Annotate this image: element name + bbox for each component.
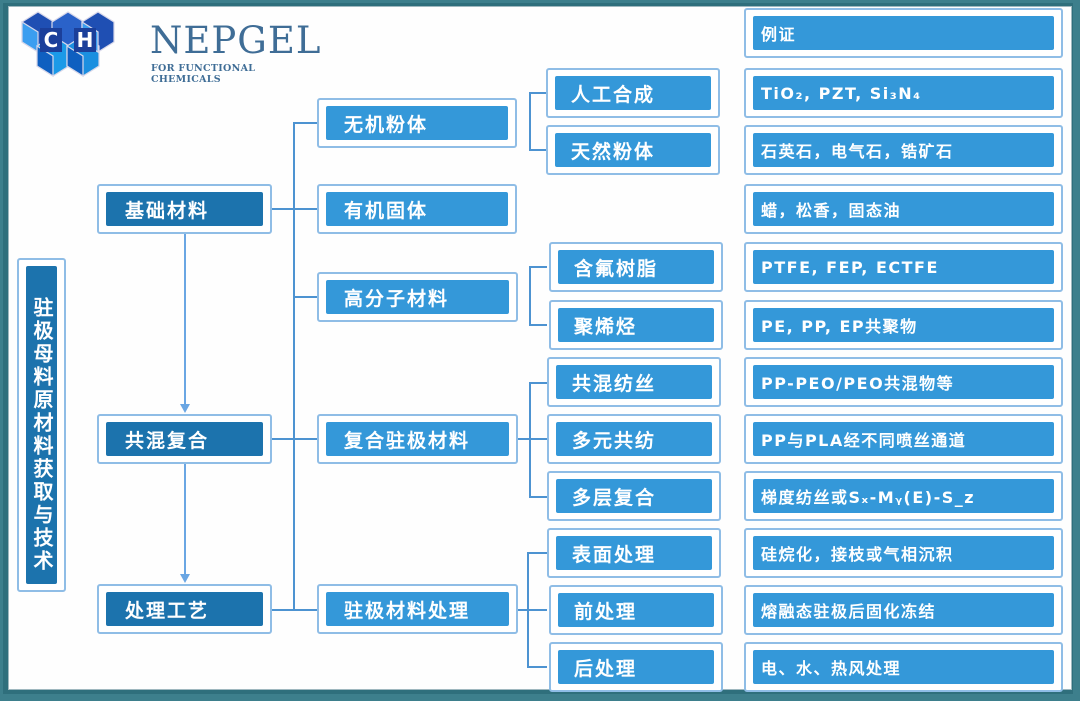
connector-line <box>529 266 531 325</box>
node-label: 处理工艺 <box>106 592 263 626</box>
example-text: PTFE, FEP, ECTFE <box>753 250 1054 284</box>
connector-line <box>529 324 547 326</box>
example-text: 石英石，电气石，锆矿石 <box>753 133 1054 167</box>
node-label: 天然粉体 <box>555 133 711 167</box>
examples-header: 例证 <box>744 8 1063 58</box>
connector-line <box>529 382 547 384</box>
node-pre-treatment[interactable]: 前处理 <box>549 585 723 635</box>
node-label: 后处理 <box>558 650 714 684</box>
node-electret-treatment[interactable]: 驻极材料处理 <box>317 584 518 634</box>
connector-line <box>293 122 317 124</box>
example-item: PTFE, FEP, ECTFE <box>744 242 1063 292</box>
logo-tagline: FOR FUNCTIONAL CHEMICALS <box>151 63 256 85</box>
svg-text:C: C <box>44 28 59 52</box>
example-item: 熔融态驻极后固化冻结 <box>744 585 1063 635</box>
example-text: 硅烷化，接枝或气相沉积 <box>753 536 1054 570</box>
node-fluororesin[interactable]: 含氟树脂 <box>549 242 723 292</box>
nepgel-logo: C H NEPGEL FOR FUNCTIONAL CHEMICALS <box>18 8 320 85</box>
node-polyolefin[interactable]: 聚烯烃 <box>549 300 723 350</box>
node-label: 含氟树脂 <box>558 250 714 284</box>
logo-name: NEPGEL <box>150 19 322 62</box>
example-text: PE, PP, EP共聚物 <box>753 308 1054 342</box>
example-text: 梯度纺丝或Sₓ-Mᵧ(E)-S_z <box>753 479 1054 513</box>
svg-text:H: H <box>77 28 94 52</box>
node-basic-materials[interactable]: 基础材料 <box>97 184 272 234</box>
example-item: PP-PEO/PEO共混物等 <box>744 357 1063 407</box>
connector-line <box>529 149 547 151</box>
node-label: 共混复合 <box>106 422 263 456</box>
example-item: 电、水、热风处理 <box>744 642 1063 692</box>
connector-line <box>529 266 547 268</box>
connector-line <box>529 496 547 498</box>
connector-line <box>272 438 317 440</box>
connector-line <box>293 122 295 611</box>
arrow-down-icon <box>180 574 190 583</box>
node-label: 多元共纺 <box>556 422 712 456</box>
connector-line <box>527 552 547 554</box>
node-blending-composite[interactable]: 共混复合 <box>97 414 272 464</box>
node-label: 无机粉体 <box>326 106 508 140</box>
node-polymer-materials[interactable]: 高分子材料 <box>317 272 518 322</box>
node-processing-technology[interactable]: 处理工艺 <box>97 584 272 634</box>
node-composite-electret[interactable]: 复合驻极材料 <box>317 414 518 464</box>
example-item: TiO₂, PZT, Si₃N₄ <box>744 68 1063 118</box>
example-item: PP与PLA经不同喷丝通道 <box>744 414 1063 464</box>
node-label: 复合驻极材料 <box>326 422 509 456</box>
example-text: 电、水、热风处理 <box>753 650 1054 684</box>
example-item: 梯度纺丝或Sₓ-Mᵧ(E)-S_z <box>744 471 1063 521</box>
node-label: 多层复合 <box>556 479 712 513</box>
node-label: 有机固体 <box>326 192 508 226</box>
connector-line <box>272 208 317 210</box>
connector-line <box>184 234 186 404</box>
node-label: 聚烯烃 <box>558 308 714 342</box>
node-post-treatment[interactable]: 后处理 <box>549 642 723 692</box>
connector-line <box>184 464 186 574</box>
hexagon-cubes-logo-icon: C H <box>21 11 115 78</box>
node-label: 共混纺丝 <box>556 365 712 399</box>
node-organic-solid[interactable]: 有机固体 <box>317 184 517 234</box>
connector-line <box>293 296 317 298</box>
example-text: PP与PLA经不同喷丝通道 <box>753 422 1054 456</box>
node-inorganic-powder[interactable]: 无机粉体 <box>317 98 517 148</box>
connector-line <box>517 609 547 611</box>
node-natural-powder[interactable]: 天然粉体 <box>546 125 720 175</box>
node-label: 高分子材料 <box>326 280 509 314</box>
arrow-down-icon <box>180 404 190 413</box>
node-label: 基础材料 <box>106 192 263 226</box>
node-label: 人工合成 <box>555 76 711 110</box>
diagram-title-box: 驻极母料原材料获取与技术 <box>17 258 66 592</box>
connector-line <box>272 609 317 611</box>
example-item: 石英石，电气石，锆矿石 <box>744 125 1063 175</box>
diagram-title: 驻极母料原材料获取与技术 <box>26 266 57 584</box>
node-label: 驻极材料处理 <box>326 592 509 626</box>
example-text: 熔融态驻极后固化冻结 <box>753 593 1054 627</box>
node-synthetic[interactable]: 人工合成 <box>546 68 720 118</box>
node-label: 表面处理 <box>556 536 712 570</box>
example-item: PE, PP, EP共聚物 <box>744 300 1063 350</box>
example-text: 蜡，松香，固态油 <box>753 192 1054 226</box>
example-text: PP-PEO/PEO共混物等 <box>753 365 1054 399</box>
connector-line <box>529 92 531 150</box>
node-surface-treatment[interactable]: 表面处理 <box>547 528 721 578</box>
example-item: 蜡，松香，固态油 <box>744 184 1063 234</box>
node-blend-spinning[interactable]: 共混纺丝 <box>547 357 721 407</box>
node-label: 前处理 <box>558 593 714 627</box>
example-text: TiO₂, PZT, Si₃N₄ <box>753 76 1054 110</box>
node-multilayer-composite[interactable]: 多层复合 <box>547 471 721 521</box>
connector-line <box>527 666 547 668</box>
example-item: 硅烷化，接枝或气相沉积 <box>744 528 1063 578</box>
node-multi-component-spinning[interactable]: 多元共纺 <box>547 414 721 464</box>
examples-header-label: 例证 <box>753 16 1054 50</box>
connector-line <box>529 92 547 94</box>
connector-line <box>517 438 547 440</box>
